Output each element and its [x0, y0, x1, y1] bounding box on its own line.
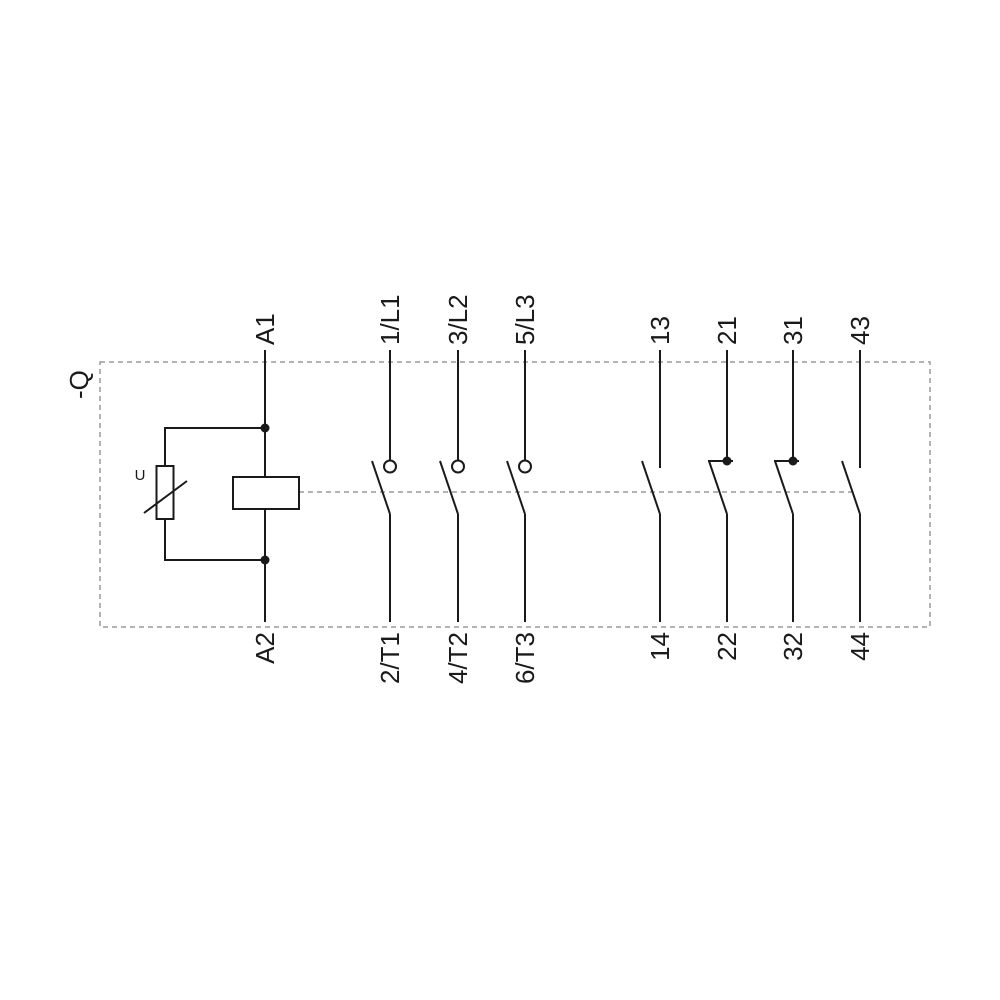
terminal-label-13: 13 [645, 316, 675, 345]
varistor-wire-top [164, 427, 265, 466]
terminal-label-5l3: 5/L3 [510, 294, 540, 345]
main-contact-fixed-circle [383, 459, 397, 474]
contact-blade [774, 460, 794, 515]
coil-symbol [232, 476, 300, 510]
terminal-label-43: 43 [845, 316, 875, 345]
main-contact-fixed-circle [451, 459, 465, 474]
terminal-label-31: 31 [778, 316, 808, 345]
aux-contact-no-43-44: 43 44 [841, 316, 875, 661]
main-contact-pole-1: 1/L1 2/T1 [371, 294, 405, 684]
terminal-label-21: 21 [712, 316, 742, 345]
terminal-label-14: 14 [645, 632, 675, 661]
contact-blade [708, 460, 728, 515]
terminal-label-2t1: 2/T1 [375, 632, 405, 684]
terminal-label-1l1: 1/L1 [375, 294, 405, 345]
terminal-label-4t2: 4/T2 [443, 632, 473, 684]
terminal-label-a1: A1 [250, 313, 280, 345]
main-contact-fixed-circle [518, 459, 532, 474]
terminal-label-32: 32 [778, 632, 808, 661]
device-boundary-dashed-rect [99, 361, 931, 628]
varistor-diagonal-stroke [143, 480, 188, 514]
terminal-label-6t3: 6/T3 [510, 632, 540, 684]
terminal-label-3l2: 3/L2 [443, 294, 473, 345]
varistor-label: U [135, 467, 146, 484]
main-contact-pole-3: 5/L3 6/T3 [506, 294, 540, 684]
aux-contact-nc-21-22: 21 22 [708, 316, 742, 661]
device-reference-label: -Q [64, 370, 94, 399]
terminal-label-a2: A2 [250, 632, 280, 664]
coil-branch: A1 A2 U [135, 313, 300, 664]
aux-contact-no-13-14: 13 14 [641, 316, 675, 661]
aux-contact-nc-31-32: 31 32 [774, 316, 808, 661]
contact-blade [506, 460, 526, 515]
varistor-branch: U [135, 427, 265, 561]
main-contact-pole-2: 3/L2 4/T2 [439, 294, 473, 684]
contact-blade [371, 460, 391, 515]
contact-blade [439, 460, 459, 515]
terminal-label-22: 22 [712, 632, 742, 661]
contact-blade [641, 460, 661, 515]
terminal-label-44: 44 [845, 632, 875, 661]
varistor-wire-bottom [164, 519, 265, 561]
contact-blade [841, 460, 861, 515]
